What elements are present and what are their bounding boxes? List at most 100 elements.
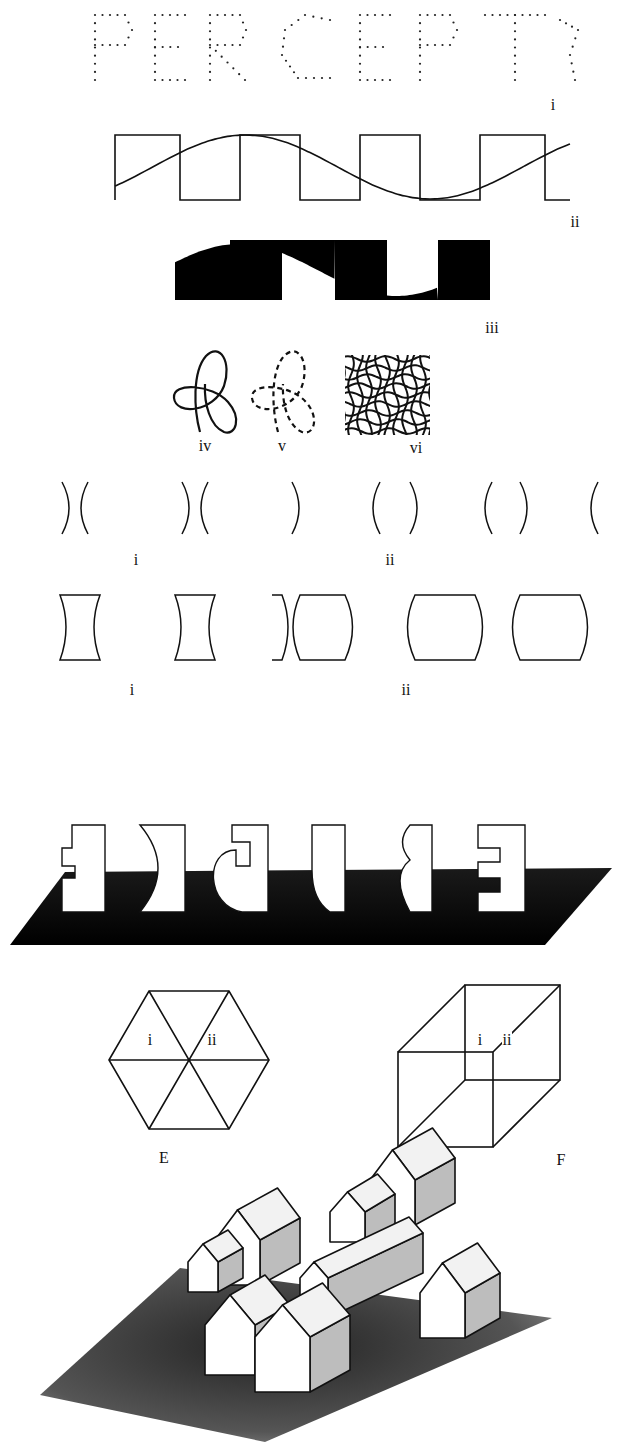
dot: [154, 55, 156, 57]
dot: [297, 77, 299, 79]
dot: [419, 38, 421, 40]
dot: [209, 44, 211, 46]
dot: [359, 22, 361, 24]
dot: [281, 54, 283, 56]
dot: [521, 14, 523, 16]
dot: [154, 30, 156, 32]
dot: [221, 56, 223, 58]
dot: [209, 14, 211, 16]
dot: [426, 14, 428, 16]
hexagon-diagonals: [109, 991, 269, 1129]
dot: [94, 44, 96, 46]
cutout-piece: [478, 825, 525, 912]
dot: [176, 14, 178, 16]
dot: [231, 14, 233, 16]
dot: [184, 79, 186, 81]
dot: [441, 44, 443, 46]
dot: [239, 44, 241, 46]
dot: [321, 17, 323, 19]
dot: [154, 38, 156, 40]
dot: [216, 44, 218, 46]
convex-piece: [293, 595, 353, 660]
dot: [94, 79, 96, 81]
dot: [514, 79, 516, 81]
figure-label: iii: [484, 320, 499, 336]
texture-stroke: [402, 355, 408, 435]
dot: [419, 55, 421, 57]
dot: [514, 14, 516, 16]
dot: [419, 30, 421, 32]
dot: [381, 79, 383, 81]
dot: [381, 14, 383, 16]
sine-wave: [115, 135, 570, 199]
dot: [514, 22, 516, 24]
filled-block: [438, 240, 490, 300]
dot: [154, 14, 156, 16]
dot: [359, 38, 361, 40]
filled-block: [282, 240, 335, 279]
dot: [127, 36, 129, 38]
dot: [216, 14, 218, 16]
dot: [571, 26, 573, 28]
dot: [491, 14, 493, 16]
dot: [154, 79, 156, 81]
figure-label: iv: [198, 438, 212, 454]
convex-shape: [408, 595, 483, 660]
figure-label: ii: [401, 682, 412, 698]
dot: [161, 79, 163, 81]
dot: [305, 77, 307, 79]
square-wave: [115, 135, 570, 200]
dot: [389, 79, 391, 81]
dot: [162, 46, 164, 48]
dot: [244, 79, 246, 81]
dot: [544, 14, 546, 16]
dot: [569, 54, 571, 56]
dot: [382, 46, 384, 48]
bracket-arc: [201, 482, 208, 534]
house-front: [205, 1295, 255, 1375]
dot: [359, 14, 361, 16]
dot: [452, 36, 454, 38]
dot: [456, 29, 458, 31]
dot: [154, 63, 156, 65]
bracket-arc: [410, 482, 417, 534]
texture-stroke: [357, 355, 363, 435]
cutout-piece: [213, 825, 268, 912]
dot: [94, 38, 96, 40]
dot: [529, 14, 531, 16]
dot: [514, 46, 516, 48]
texture-stroke: [420, 355, 426, 435]
house-front: [330, 1192, 365, 1242]
cutout-piece: [312, 825, 345, 912]
dot: [169, 46, 171, 48]
dot: [224, 14, 226, 16]
dot: [169, 14, 171, 16]
dot: [514, 63, 516, 65]
dot: [574, 79, 576, 81]
dot: [426, 44, 428, 46]
dot: [312, 16, 314, 18]
dot: [232, 67, 234, 69]
dot: [209, 22, 211, 24]
dot: [434, 14, 436, 16]
dot: [94, 22, 96, 24]
texture-stroke: [375, 355, 381, 435]
dot: [574, 37, 576, 39]
house-front: [420, 1263, 465, 1338]
dot: [419, 63, 421, 65]
dot: [506, 14, 508, 16]
dot: [176, 79, 178, 81]
dot: [282, 46, 284, 48]
dot: [177, 46, 179, 48]
dot: [304, 14, 306, 16]
lens-shapes: [60, 595, 588, 660]
dot: [116, 14, 118, 16]
cube-edges: [398, 985, 560, 1147]
figure-label: ii: [570, 214, 581, 230]
dot: [374, 46, 376, 48]
texture-square: [345, 355, 430, 435]
dot: [572, 46, 574, 48]
dot: [184, 14, 186, 16]
dot: [291, 24, 293, 26]
